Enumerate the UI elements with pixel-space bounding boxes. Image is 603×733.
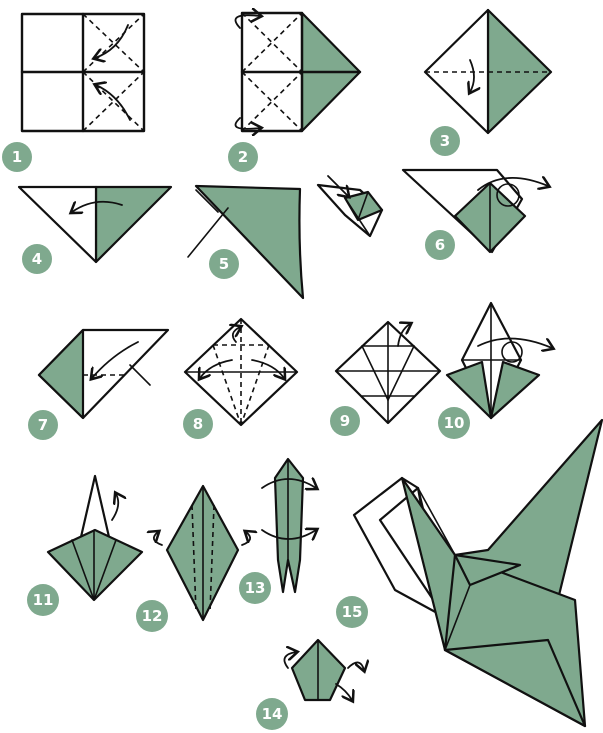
step-badge-9: 9 [330,406,360,436]
step-label: 15 [342,603,363,621]
step-1-drawing [22,14,144,131]
step-5-drawing [188,186,303,298]
step-badge-4: 4 [22,244,52,274]
step-2-drawing [236,13,361,131]
step-3-drawing [425,10,551,133]
step-label: 9 [340,412,350,430]
step-13-drawing [262,459,316,592]
step-label: 6 [435,236,445,254]
step-label: 4 [32,250,42,268]
step-15-crane [354,420,602,726]
step-badge-11: 11 [27,584,59,616]
step-badge-15: 15 [336,596,368,628]
step-8-drawing [185,319,297,425]
step-12-drawing [154,486,250,620]
step-badge-8: 8 [183,409,213,439]
step-label: 12 [142,607,163,625]
step-label: 14 [262,705,283,723]
step-14-drawing [284,640,364,700]
step-badge-3: 3 [430,126,460,156]
step-label: 8 [193,415,203,433]
step-label: 3 [440,132,450,150]
step-11-drawing [48,476,142,600]
step-badge-10: 10 [438,407,470,439]
step-badge-6: 6 [425,230,455,260]
step-badge-1: 1 [2,142,32,172]
step-badge-12: 12 [136,600,168,632]
step-badge-13: 13 [239,572,271,604]
step-label: 1 [12,148,22,166]
step-badge-5: 5 [209,249,239,279]
step-label: 7 [38,416,48,434]
step-10-drawing [447,303,552,418]
step-label: 2 [238,148,248,166]
step-label: 11 [33,591,54,609]
step-label: 13 [245,579,266,597]
step-label: 10 [444,414,465,432]
step-7-drawing [39,330,168,418]
step-5b-drawing [318,176,382,236]
step-badge-14: 14 [256,698,288,730]
step-badge-2: 2 [228,142,258,172]
step-6-drawing [403,170,548,252]
step-label: 5 [219,255,229,273]
step-badge-7: 7 [28,410,58,440]
